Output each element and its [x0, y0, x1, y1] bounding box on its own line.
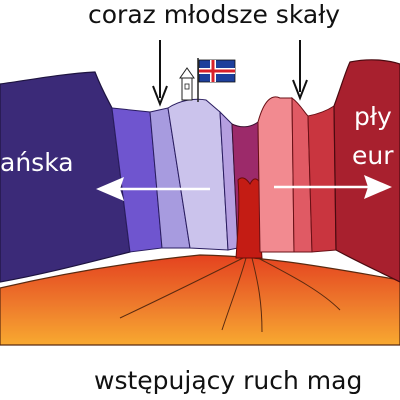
magma-flow-line	[221, 257, 247, 331]
iceland-flag-icon	[197, 58, 236, 102]
lighthouse-icon	[179, 67, 195, 101]
magma-layer	[0, 254, 400, 346]
right-plate-dark	[333, 59, 400, 283]
bottom-caption: wstępujący ruch mag	[94, 366, 363, 395]
magma-flow-line	[257, 257, 341, 311]
top-caption: coraz młodsze skały	[88, 0, 341, 29]
left-plate-label: ańska	[0, 148, 74, 177]
arrow-down-icon	[292, 40, 308, 101]
arrow-down-icon	[152, 40, 168, 107]
right-plate-label-line2: eur	[352, 141, 394, 170]
magma-flow-line	[119, 257, 244, 319]
rift-magma	[235, 177, 263, 259]
left-plate-dark	[0, 71, 131, 283]
right-plate-band	[307, 105, 337, 253]
right-plate-band	[257, 96, 295, 253]
right-plate-label-line1: pły	[354, 102, 392, 131]
arrow-right-icon	[274, 175, 392, 199]
arrow-left-icon	[96, 177, 210, 201]
magma-flow-line	[251, 257, 263, 333]
